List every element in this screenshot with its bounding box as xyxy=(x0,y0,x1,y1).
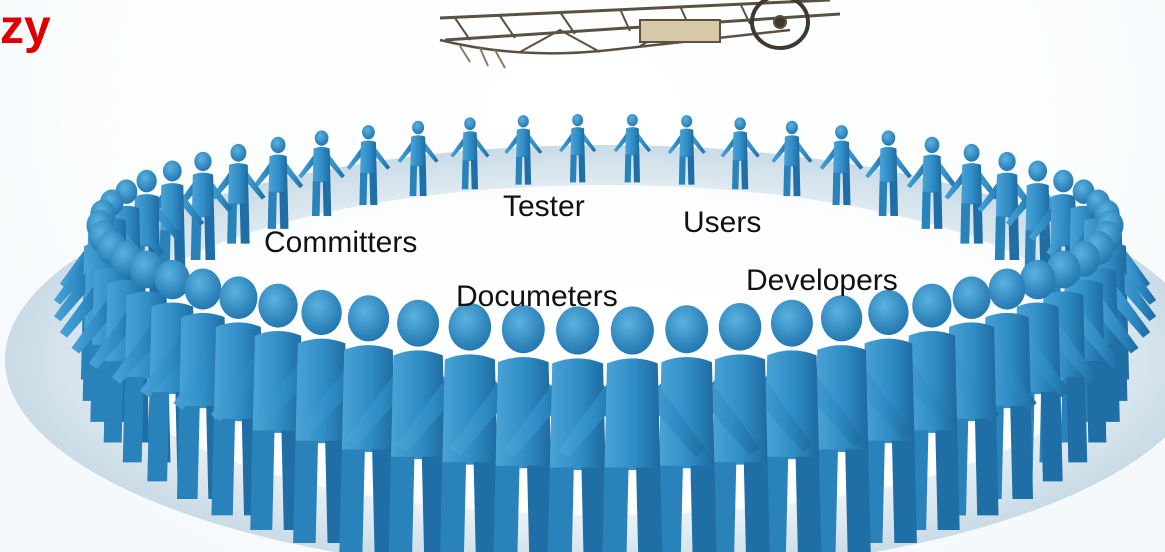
person-figure-icon xyxy=(720,117,760,190)
role-label-developers: Developers xyxy=(746,264,898,297)
person-figure-icon xyxy=(252,136,304,229)
role-label-committers: Committers xyxy=(264,226,418,259)
person-figure-icon xyxy=(397,120,439,197)
role-label-users: Users xyxy=(683,206,762,239)
person-figure-icon xyxy=(504,115,543,185)
role-label-documeters: Documeters xyxy=(456,280,618,313)
person-figure-icon xyxy=(906,136,958,229)
slide-title-fragment: zy xyxy=(0,1,51,54)
person-figure-icon xyxy=(771,120,813,197)
person-figure-icon xyxy=(865,130,912,216)
person-figure-icon xyxy=(667,115,706,185)
role-label-tester: Tester xyxy=(503,190,585,223)
person-figure-icon xyxy=(559,113,597,183)
person-figure-icon xyxy=(613,113,651,183)
person-figure-icon xyxy=(346,125,391,205)
person-figure-icon xyxy=(450,117,490,190)
biplane-icon xyxy=(439,0,841,69)
person-figure-icon xyxy=(298,130,345,216)
person-figure-icon xyxy=(819,125,864,205)
